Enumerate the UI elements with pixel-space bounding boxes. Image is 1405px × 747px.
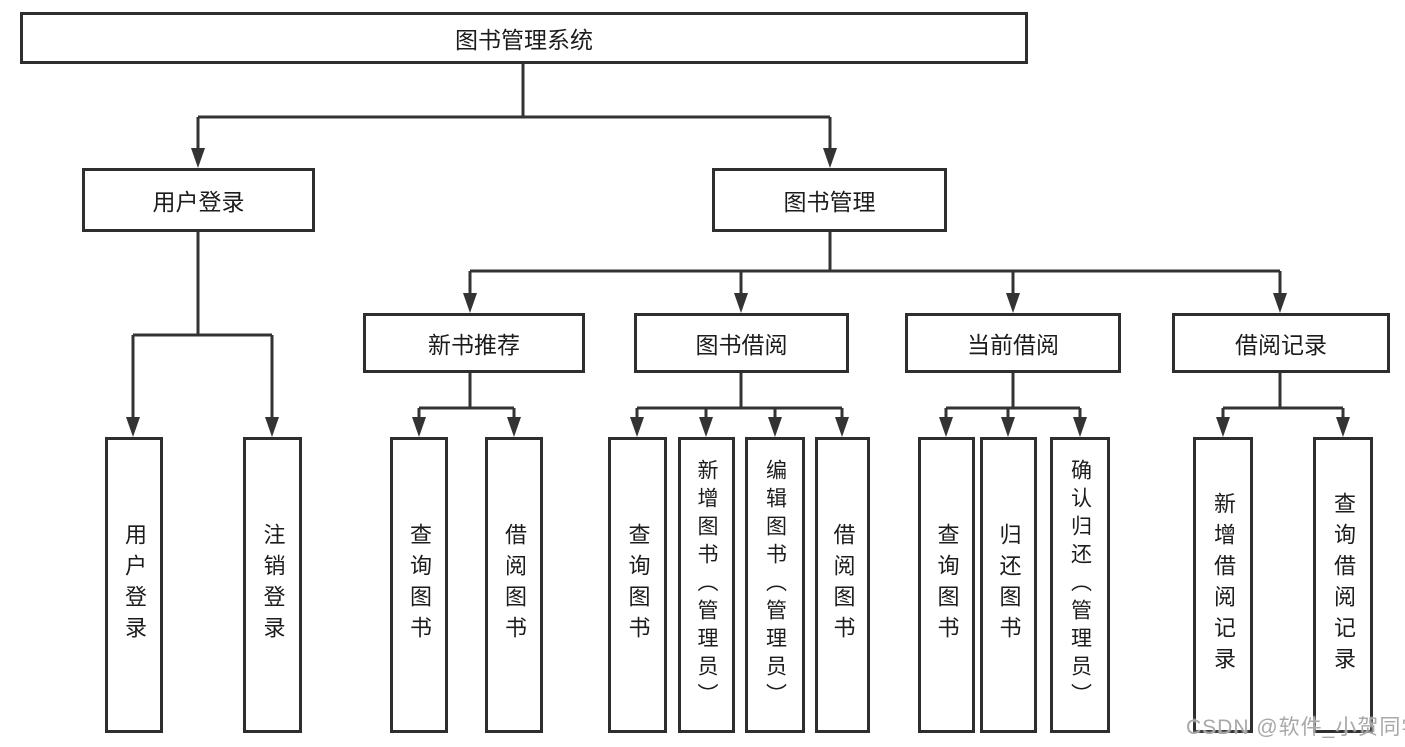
arrowhead (265, 417, 279, 437)
leaf-label: 查询图书 (407, 523, 432, 647)
arrowhead (1073, 417, 1087, 437)
node-user-login: 用户登录 (82, 168, 315, 232)
leaf-label: 查询借阅记录 (1331, 492, 1356, 678)
leaf-label: 确认归还（管理员） (1068, 459, 1092, 711)
arrowhead (835, 417, 849, 437)
node-leaf-logout: 注销登录 (243, 437, 302, 733)
arrowhead (191, 148, 205, 168)
leaf-label: 查询图书 (934, 523, 960, 647)
leaf-label: 新增借阅记录 (1211, 492, 1236, 678)
node-book-management: 图书管理 (712, 168, 947, 232)
arrowhead (1006, 293, 1020, 313)
node-new-book-recommend: 新书推荐 (363, 313, 585, 373)
arrowhead (126, 417, 140, 437)
arrowhead (507, 417, 521, 437)
arrowhead (768, 417, 782, 437)
node-leaf-record-query-record: 查询借阅记录 (1313, 437, 1373, 733)
node-leaf-current-confirm-return: 确认归还（管理员） (1050, 437, 1110, 733)
arrowhead (630, 417, 644, 437)
leaf-label: 用户登录 (122, 523, 147, 647)
connector-root-to-level2 (191, 64, 837, 168)
arrowhead (734, 293, 748, 313)
arrowhead (1001, 417, 1015, 437)
connector-book-borrow-to-leaves (630, 373, 849, 437)
node-leaf-current-query-book: 查询图书 (918, 437, 975, 733)
node-leaf-borrow-query-book: 查询图书 (608, 437, 667, 733)
leaf-label: 查询图书 (625, 523, 651, 647)
connector-new-book-recommend-to-leaves (412, 373, 521, 437)
arrowhead (412, 417, 426, 437)
leaf-label: 借阅图书 (502, 523, 527, 647)
node-book-borrow: 图书借阅 (634, 313, 849, 373)
node-leaf-borrow-add-book: 新增图书（管理员） (678, 437, 735, 733)
connector-book-management-to-level3 (463, 232, 1287, 313)
node-leaf-rec-query-book: 查询图书 (390, 437, 448, 733)
connector-borrow-record-to-leaves (1216, 373, 1350, 437)
arrowhead (463, 293, 477, 313)
csdn-watermark: CSDN @软件_小贺同学 (1186, 716, 1405, 739)
node-leaf-borrow-edit-book: 编辑图书（管理员） (745, 437, 805, 733)
arrowhead (939, 417, 953, 437)
node-leaf-user-login: 用户登录 (105, 437, 163, 733)
leaf-label: 借阅图书 (830, 523, 856, 647)
leaf-label: 归还图书 (996, 523, 1022, 647)
arrowhead (1336, 417, 1350, 437)
node-borrow-record: 借阅记录 (1172, 313, 1390, 373)
leaf-label: 注销登录 (260, 523, 286, 647)
node-leaf-rec-borrow-book: 借阅图书 (485, 437, 543, 733)
arrowhead (1273, 293, 1287, 313)
leaf-label: 编辑图书（管理员） (763, 459, 787, 711)
leaf-label: 新增图书（管理员） (695, 459, 718, 711)
connector-user-login-to-leaves (126, 232, 279, 437)
node-leaf-record-add-record: 新增借阅记录 (1193, 437, 1253, 733)
node-current-borrow: 当前借阅 (905, 313, 1121, 373)
node-library-system: 图书管理系统 (20, 12, 1028, 64)
arrowhead (1216, 417, 1230, 437)
arrowhead (699, 417, 713, 437)
node-leaf-borrow-borrow-book: 借阅图书 (815, 437, 870, 733)
connector-current-borrow-to-leaves (939, 373, 1087, 437)
arrowhead (823, 148, 837, 168)
node-leaf-current-return-book: 归还图书 (980, 437, 1037, 733)
